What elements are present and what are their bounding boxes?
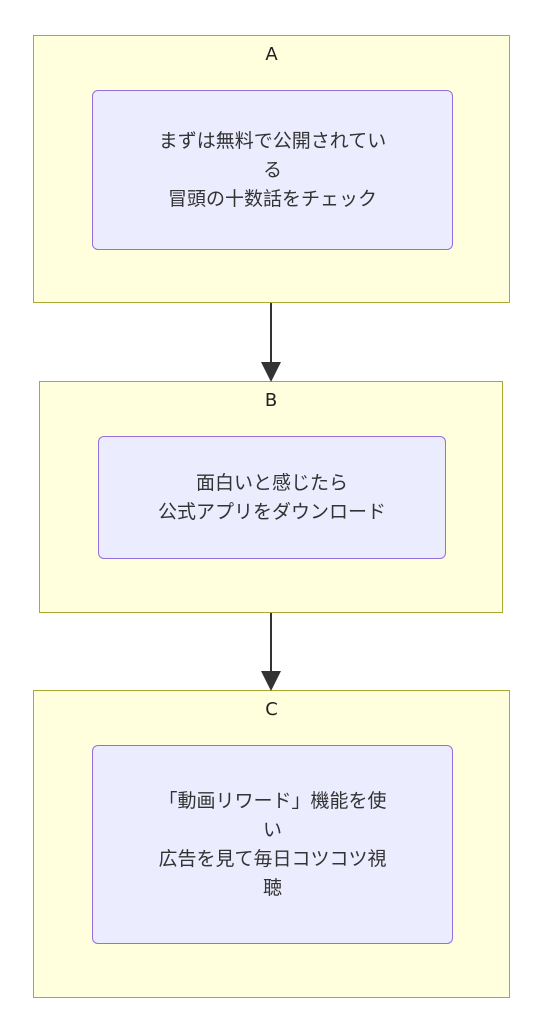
node-b: 面白いと感じたら 公式アプリをダウンロード	[98, 436, 446, 559]
node-a-line-1: まずは無料で公開されてい	[158, 129, 387, 152]
cluster-c: C 「動画リワード」機能を使 い 広告を見て毎日コツコツ視 聴	[33, 690, 510, 998]
node-c-line-1: 「動画リワード」機能を使	[158, 789, 387, 812]
cluster-b: B 面白いと感じたら 公式アプリをダウンロード	[39, 381, 503, 613]
node-c-line-3: 広告を見て毎日コツコツ視	[158, 847, 387, 870]
node-a-line-2: る	[262, 158, 282, 181]
node-b-line-2: 公式アプリをダウンロード	[157, 500, 386, 523]
node-c-line-4: 聴	[262, 876, 282, 899]
cluster-a-title: A	[265, 44, 278, 65]
node-b-line-1: 面白いと感じたら	[195, 471, 348, 494]
cluster-a: A まずは無料で公開されてい る 冒頭の十数話をチェック	[33, 35, 510, 303]
cluster-b-title: B	[264, 390, 278, 411]
node-c: 「動画リワード」機能を使 い 広告を見て毎日コツコツ視 聴	[92, 745, 453, 944]
cluster-c-title: C	[265, 699, 278, 720]
node-c-line-2: い	[262, 818, 282, 841]
node-a: まずは無料で公開されてい る 冒頭の十数話をチェック	[92, 90, 453, 250]
node-a-line-3: 冒頭の十数話をチェック	[167, 187, 377, 210]
